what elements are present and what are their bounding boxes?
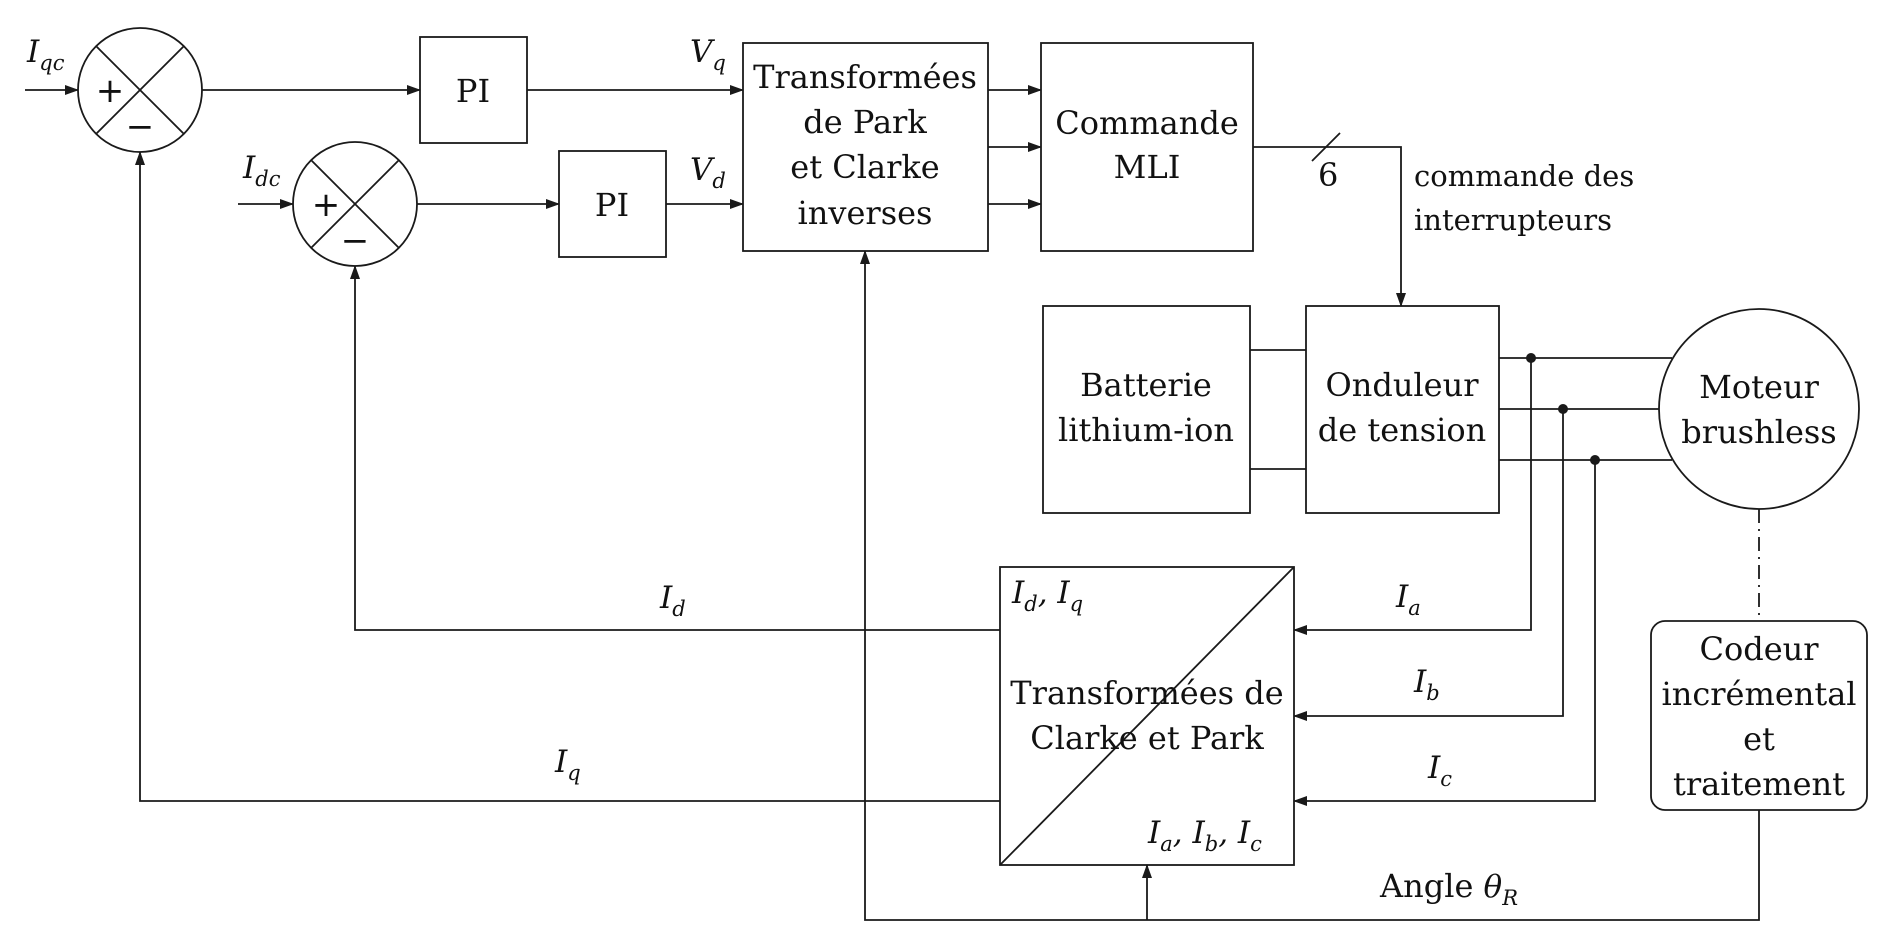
iq-label: Iq	[554, 744, 581, 785]
pi-label-q: PI	[456, 72, 490, 110]
motor-block	[1658, 308, 1860, 510]
pwm-line-2: MLI	[1114, 148, 1181, 186]
inverter-block	[1305, 305, 1500, 514]
inverter-line-2: de tension	[1318, 411, 1487, 449]
sum-junction-d: + −	[292, 141, 418, 267]
plus-sign: +	[312, 185, 341, 225]
encoder-line-1: Codeur	[1699, 630, 1819, 668]
encoder-line-3: et	[1743, 720, 1775, 758]
inverse-transform-line-3: et Clarke	[790, 148, 939, 186]
switch-command-line-2: interrupteurs	[1414, 203, 1612, 237]
inverter-line-1: Onduleur	[1325, 366, 1479, 404]
plus-sign: +	[96, 71, 125, 111]
battery-line-2: lithium-ion	[1058, 411, 1234, 449]
ib-feedback	[1293, 409, 1564, 721]
forward-transform-line-1: Transformées de	[1010, 674, 1283, 712]
ia-label: Ia	[1395, 579, 1421, 620]
ib-label: Ib	[1413, 664, 1440, 705]
switch-command-bus	[1253, 146, 1406, 307]
sum-junction-q: + −	[77, 27, 203, 153]
battery-line-1: Batterie	[1080, 366, 1212, 404]
inverse-transform-line-4: inverses	[798, 194, 933, 232]
encoder-line-2: incrémental	[1661, 675, 1856, 713]
forward-transform-inputs: Ia, Ib, Ic	[1147, 815, 1262, 856]
iq-feedback	[135, 151, 1000, 802]
pi-label-d: PI	[595, 186, 629, 224]
minus-sign: −	[126, 107, 155, 147]
id-label: Id	[659, 580, 686, 621]
ic-label: Ic	[1427, 750, 1452, 791]
forward-transform-outputs: Id, Iq	[1011, 575, 1083, 616]
inverse-transform-line-2: de Park	[803, 103, 927, 141]
vq-label: Vq	[690, 34, 726, 75]
minus-sign: −	[341, 221, 370, 261]
pwm-block	[1040, 42, 1254, 252]
idc-label: Idc	[242, 150, 281, 191]
battery-block	[1042, 305, 1251, 514]
id-feedback	[350, 265, 1000, 631]
iqc-label: Iqc	[26, 34, 65, 75]
angle-to-inverse	[860, 250, 1760, 921]
motor-line-2: brushless	[1681, 413, 1836, 451]
inverse-transform-line-1: Transformées	[753, 58, 977, 96]
pwm-line-1: Commande	[1055, 104, 1239, 142]
angle-label: Angle θR	[1379, 867, 1518, 910]
encoder-line-4: traitement	[1673, 765, 1845, 803]
forward-transform-diagonal	[999, 566, 1295, 866]
ia-feedback	[1293, 358, 1532, 635]
bus-slash	[1311, 132, 1341, 162]
ic-feedback	[1293, 460, 1596, 806]
bus-width-label: 6	[1318, 156, 1338, 194]
pi-block-d	[558, 150, 667, 258]
pi-block-q	[419, 36, 528, 144]
switch-command-line-1: commande des	[1414, 159, 1634, 193]
motor-line-1: Moteur	[1699, 368, 1819, 406]
vd-label: Vd	[690, 152, 726, 193]
forward-transform-line-2: Clarke et Park	[1030, 719, 1264, 757]
